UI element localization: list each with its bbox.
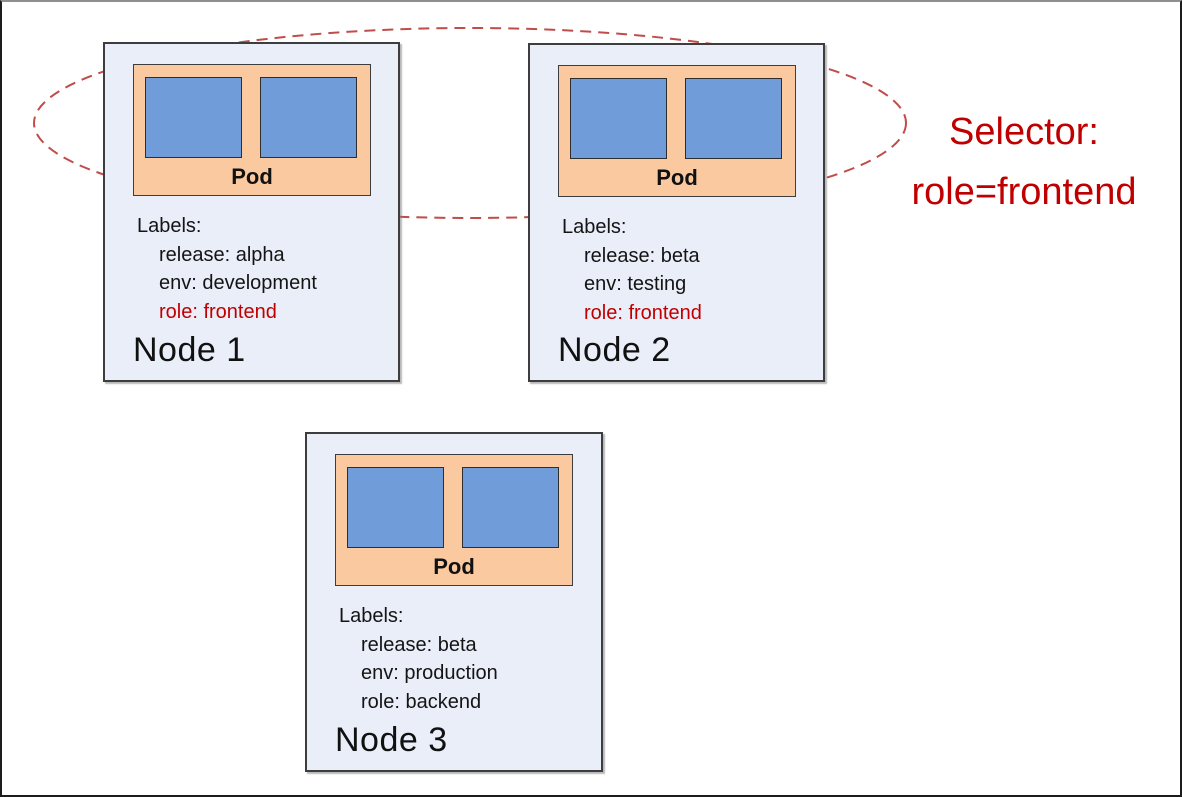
node-1-title: Node 1 <box>133 331 246 369</box>
label-env: env: testing <box>584 273 687 295</box>
node-2-container-1 <box>570 78 667 159</box>
node-1-pod-label: Pod <box>231 164 273 189</box>
node-3-labels: Labels: release: beta env: production ro… <box>339 602 498 716</box>
selector-line-2: role=frontend <box>911 171 1137 213</box>
labels-heading: Labels: <box>137 215 202 237</box>
node-2-box: Pod Labels: release: beta env: testing r… <box>528 43 825 382</box>
selector-line-1: Selector: <box>949 111 1099 153</box>
label-release: release: beta <box>361 633 477 656</box>
selector-annotation: Selector: role=frontend <box>893 102 1155 222</box>
label-release: release: alpha <box>159 243 285 266</box>
node-2-container-2 <box>685 78 782 159</box>
label-env: env: production <box>361 662 498 684</box>
node-3-title: Node 3 <box>335 721 448 759</box>
labels-heading: Labels: <box>339 605 404 627</box>
node-2-pod-label: Pod <box>656 165 698 190</box>
node-3-pod-label: Pod <box>433 554 475 579</box>
node-2-pod-box: Pod <box>558 65 796 197</box>
node-1-box: Pod Labels: release: alpha env: developm… <box>103 42 400 382</box>
label-role: role: frontend <box>159 300 277 323</box>
node-1-pod-box: Pod <box>133 64 371 196</box>
node-2-title: Node 2 <box>558 331 671 369</box>
labels-heading: Labels: <box>562 216 627 238</box>
label-role: role: frontend <box>584 301 702 324</box>
node-3-pod-box: Pod <box>335 454 573 586</box>
node-3-container-1 <box>347 467 444 548</box>
label-env: env: development <box>159 272 317 294</box>
label-role: role: backend <box>361 690 482 713</box>
node-3-box: Pod Labels: release: beta env: productio… <box>305 432 603 772</box>
node-3-container-2 <box>462 467 559 548</box>
node-1-container-1 <box>145 77 242 158</box>
node-2-labels: Labels: release: beta env: testing role:… <box>562 213 702 327</box>
label-release: release: beta <box>584 244 700 267</box>
node-1-container-2 <box>260 77 357 158</box>
node-1-labels: Labels: release: alpha env: development … <box>137 212 317 326</box>
